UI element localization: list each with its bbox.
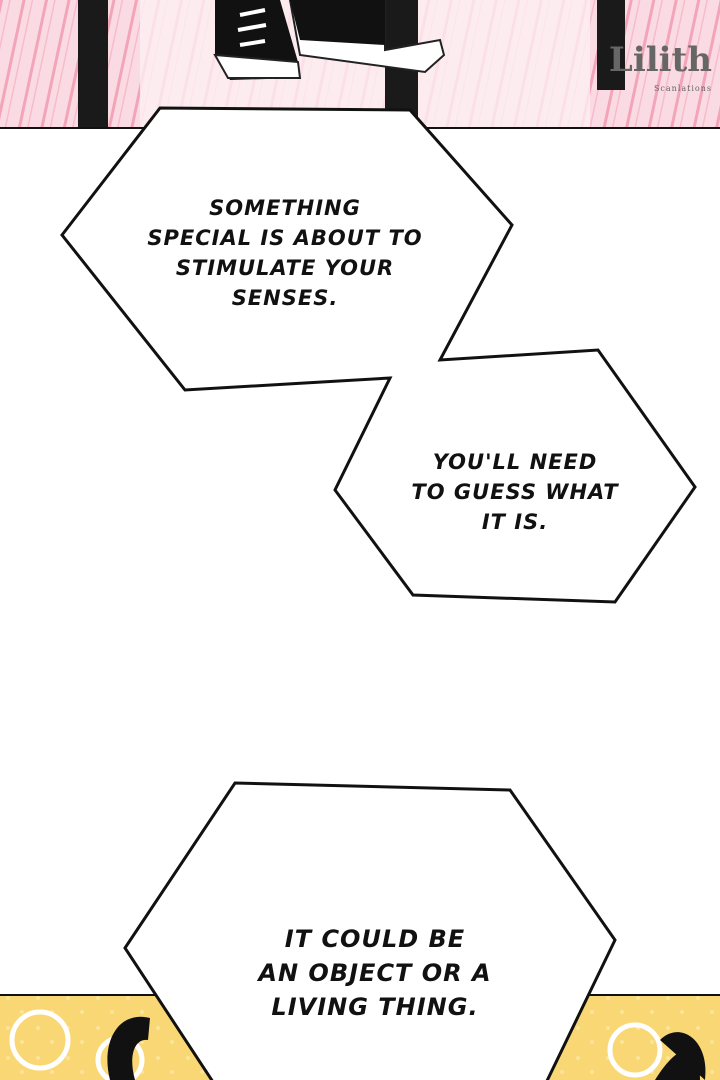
text-line: living thing. — [271, 993, 479, 1021]
text-line: stimulate your — [175, 256, 395, 280]
text-line: it is. — [481, 510, 549, 534]
text-line: senses. — [231, 286, 339, 310]
text-line: Something — [209, 196, 361, 220]
chair-leg — [78, 0, 108, 128]
scanlation-watermark: Lilith Scanlations — [609, 40, 712, 95]
watermark-name: Lilith — [608, 40, 712, 80]
watermark-sub: Scanlations — [653, 84, 712, 93]
text-line: It could be — [284, 925, 466, 953]
speech-bubble-1-2 — [60, 106, 697, 604]
bubble-3-text: It could be an object or a living thing. — [190, 922, 560, 1024]
speech-bubble-3 — [123, 781, 617, 1080]
text-line: special is about to — [147, 226, 423, 250]
text-line: an object or a — [258, 959, 492, 987]
chair-leg — [597, 0, 625, 90]
bubble-2-text: You'll need to guess what it is. — [375, 447, 655, 537]
sneakers — [213, 0, 446, 80]
top-panel — [0, 0, 720, 129]
text-line: You'll need — [432, 450, 598, 474]
bubble-1-text: Something special is about to stimulate … — [100, 193, 470, 313]
text-line: to guess what — [411, 480, 619, 504]
